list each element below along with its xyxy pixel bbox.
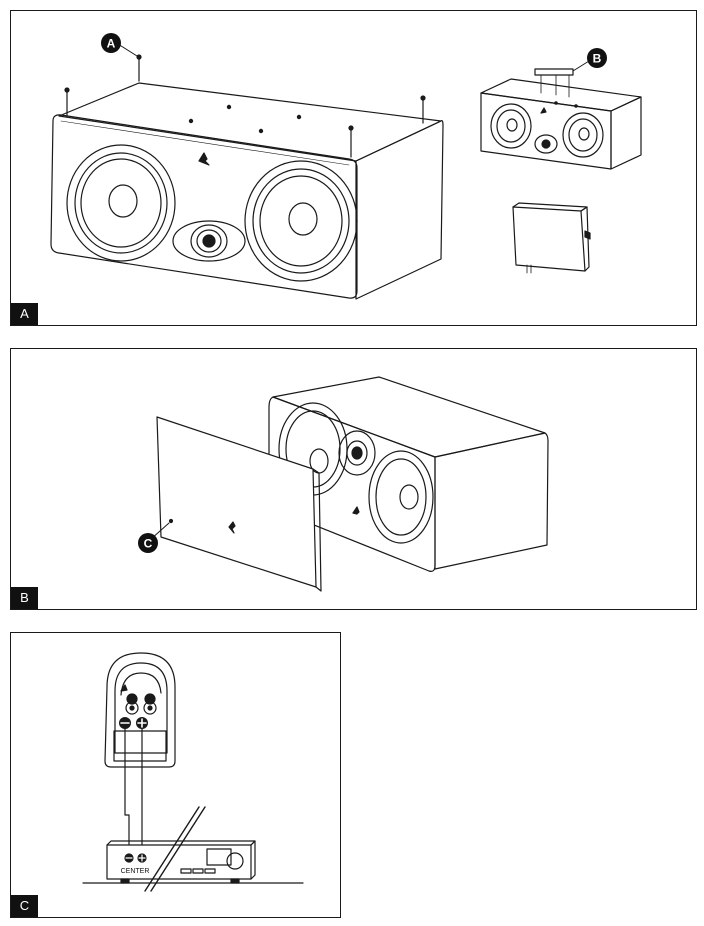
center-speaker-large: [50, 54, 444, 300]
center-speaker-small: [480, 68, 642, 170]
panel-a-illustration: [50, 33, 642, 300]
panel-c-text: CENTER: [121, 868, 150, 875]
callout-c: [138, 522, 170, 553]
panel-a-callout-text: A B: [107, 37, 602, 66]
panel-a: A B A: [10, 10, 697, 326]
speaker-terminal-plate: [104, 652, 176, 768]
panel-a-tag: A: [11, 303, 38, 325]
panel-c-illustration: [82, 652, 304, 892]
av-receiver: [82, 806, 304, 892]
speaker-without-grille: [268, 376, 549, 572]
callout-c-label: C: [144, 537, 153, 551]
panel-c-tag: C: [11, 895, 38, 917]
center-channel-label: CENTER: [121, 868, 150, 875]
panel-b-callout-text: C: [144, 537, 153, 551]
callout-b: [572, 48, 607, 72]
front-grille: [156, 416, 322, 592]
panel-c: CENTER C: [10, 632, 341, 918]
panel-b-illustration: [138, 376, 549, 592]
callout-a-label: A: [107, 37, 116, 51]
speaker-wires: [124, 728, 143, 856]
callout-a: [101, 33, 138, 57]
mounting-bracket: [512, 202, 591, 274]
panel-b-tag: B: [11, 587, 38, 609]
panel-b: C B: [10, 348, 697, 610]
callout-b-label: B: [593, 52, 602, 66]
